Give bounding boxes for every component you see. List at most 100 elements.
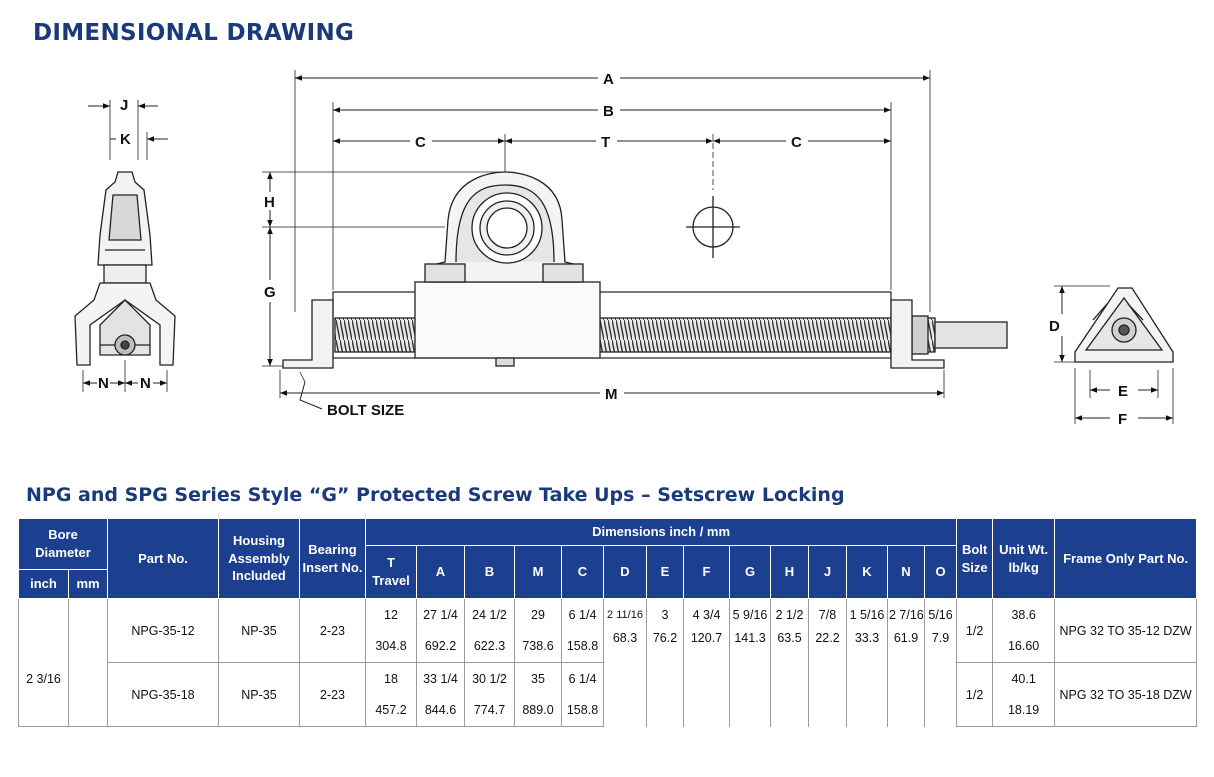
g-mm-cell: 141.3 xyxy=(729,630,771,727)
k-mm-cell: 33.3 xyxy=(846,630,888,727)
a-inch-cell: 33 1/4 xyxy=(416,662,465,695)
col-header-g: G xyxy=(729,545,771,599)
bolt-cell: 1/2 xyxy=(956,598,994,663)
bore-inch-cell: 2 3/16 xyxy=(18,662,69,695)
f-mm-cell: 120.7 xyxy=(683,630,730,727)
d-inch-cell: 2 11/16 xyxy=(603,598,647,631)
dim-label-d: D xyxy=(1049,318,1060,335)
o-mm-cell: 7.9 xyxy=(923,630,958,727)
table-row: 457.2 844.6 774.7 889.0 158.8 18.19 xyxy=(18,694,1197,727)
part-no-cell: NPG-35-12 xyxy=(107,598,219,663)
a-mm-cell: 692.2 xyxy=(416,630,465,663)
dim-label-c-right: C xyxy=(791,134,802,151)
travel-mm-cell: 457.2 xyxy=(365,694,417,727)
n-inch-cell: 2 7/16 xyxy=(887,598,925,631)
col-header-e: E xyxy=(646,545,684,599)
dim-label-t: T xyxy=(601,134,610,151)
h-mm-cell: 63.5 xyxy=(770,630,809,727)
travel-inch-cell: 18 xyxy=(365,662,417,695)
h-inch-cell: 2 1/2 xyxy=(770,598,809,631)
dim-label-a: A xyxy=(603,71,614,88)
dim-label-m: M xyxy=(605,386,618,403)
o-inch-cell: 5/16 xyxy=(923,598,958,631)
wt-lb-cell: 38.6 xyxy=(992,598,1056,631)
a-mm-cell: 844.6 xyxy=(416,694,465,727)
col-header-c: C xyxy=(561,545,604,599)
col-header-bore-diameter: Bore Diameter xyxy=(18,518,108,570)
housing-cell: NP-35 xyxy=(218,662,300,727)
c-inch-cell: 6 1/4 xyxy=(561,598,604,631)
a-inch-cell: 27 1/4 xyxy=(416,598,465,631)
wt-kg-cell: 18.19 xyxy=(992,694,1056,727)
col-header-mm: mm xyxy=(68,569,108,599)
j-mm-cell: 22.2 xyxy=(808,630,847,727)
end-view xyxy=(1054,285,1174,424)
col-header-m: M xyxy=(514,545,562,599)
b-mm-cell: 774.7 xyxy=(464,694,515,727)
dim-label-n-right: N xyxy=(140,375,151,392)
m-inch-cell: 29 xyxy=(514,598,562,631)
b-inch-cell: 30 1/2 xyxy=(464,662,515,695)
table-row: NPG-35-12 NP-35 2-23 12 27 1/4 24 1/2 29… xyxy=(18,598,1198,663)
dim-label-f: F xyxy=(1118,411,1127,428)
front-view xyxy=(262,70,1008,410)
dim-label-g: G xyxy=(264,284,276,301)
insert-cell: 2-23 xyxy=(299,662,366,727)
table-row: 2 3/16 NPG-35-18 NP-35 2-23 18 33 1/4 30… xyxy=(18,662,1198,727)
c-mm-cell: 158.8 xyxy=(561,630,604,663)
col-header-frame-only: Frame Only Part No. xyxy=(1054,518,1198,599)
dim-label-c-left: C xyxy=(415,134,426,151)
m-mm-cell: 889.0 xyxy=(514,694,562,727)
table-row: 304.8 692.2 622.3 738.6 158.8 68.3 76.2 … xyxy=(19,630,1197,727)
travel-inch-cell: 12 xyxy=(365,598,417,631)
m-inch-cell: 35 xyxy=(514,662,562,695)
col-header-dimensions: Dimensions inch / mm xyxy=(364,518,958,546)
col-header-bolt-size: Bolt Size xyxy=(956,518,994,599)
specifications-table: Bore Diameter Part No. Housing Assembly … xyxy=(18,518,1198,727)
col-header-part-no: Part No. xyxy=(107,518,219,599)
dim-label-h: H xyxy=(264,194,275,211)
dim-label-e: E xyxy=(1118,383,1128,400)
c-inch-cell: 6 1/4 xyxy=(561,662,604,695)
col-header-travel: T Travel xyxy=(365,545,417,599)
d-mm-cell: 68.3 xyxy=(603,630,647,727)
b-inch-cell: 24 1/2 xyxy=(464,598,515,631)
dim-label-b: B xyxy=(603,103,614,120)
j-inch-cell: 7/8 xyxy=(808,598,847,631)
side-view xyxy=(74,100,176,392)
bolt-size-label: BOLT SIZE xyxy=(327,402,404,419)
col-header-o: O xyxy=(923,545,958,599)
col-header-a: A xyxy=(416,545,465,599)
m-mm-cell: 738.6 xyxy=(514,630,562,663)
insert-cell: 2-23 xyxy=(299,598,366,663)
table-heading: NPG and SPG Series Style “G” Protected S… xyxy=(26,484,845,506)
col-header-unit-weight: Unit Wt. lb/kg xyxy=(992,518,1056,599)
housing-cell: NP-35 xyxy=(218,598,300,663)
bore-mm-cell xyxy=(68,662,108,695)
col-header-inch: inch xyxy=(18,569,69,599)
col-header-b: B xyxy=(464,545,515,599)
dim-label-j: J xyxy=(120,97,128,114)
part-no-cell: NPG-35-18 xyxy=(107,662,219,727)
wt-kg-cell: 16.60 xyxy=(992,630,1056,663)
dim-label-k: K xyxy=(120,131,131,148)
frame-cell: NPG 32 TO 35-12 DZW xyxy=(1054,598,1198,663)
col-header-n: N xyxy=(887,545,925,599)
col-header-f: F xyxy=(683,545,730,599)
col-header-housing-assembly: Housing Assembly Included xyxy=(218,518,300,599)
drawing-heading: DIMENSIONAL DRAWING xyxy=(33,20,355,46)
wt-lb-cell: 40.1 xyxy=(992,662,1056,695)
b-mm-cell: 622.3 xyxy=(464,630,515,663)
k-inch-cell: 1 5/16 xyxy=(846,598,888,631)
travel-mm-cell: 304.8 xyxy=(365,630,417,663)
n-mm-cell: 61.9 xyxy=(887,630,925,727)
bolt-cell: 1/2 xyxy=(956,662,994,727)
col-header-h: H xyxy=(770,545,809,599)
col-header-d: D xyxy=(603,545,647,599)
frame-cell: NPG 32 TO 35-18 DZW xyxy=(1054,662,1198,727)
e-mm-cell: 76.2 xyxy=(646,630,684,727)
col-header-bearing-insert: Bearing Insert No. xyxy=(299,518,366,599)
dimensional-drawing: J K N N xyxy=(74,70,1174,428)
col-header-j: J xyxy=(808,545,847,599)
c-mm-cell: 158.8 xyxy=(561,694,604,727)
